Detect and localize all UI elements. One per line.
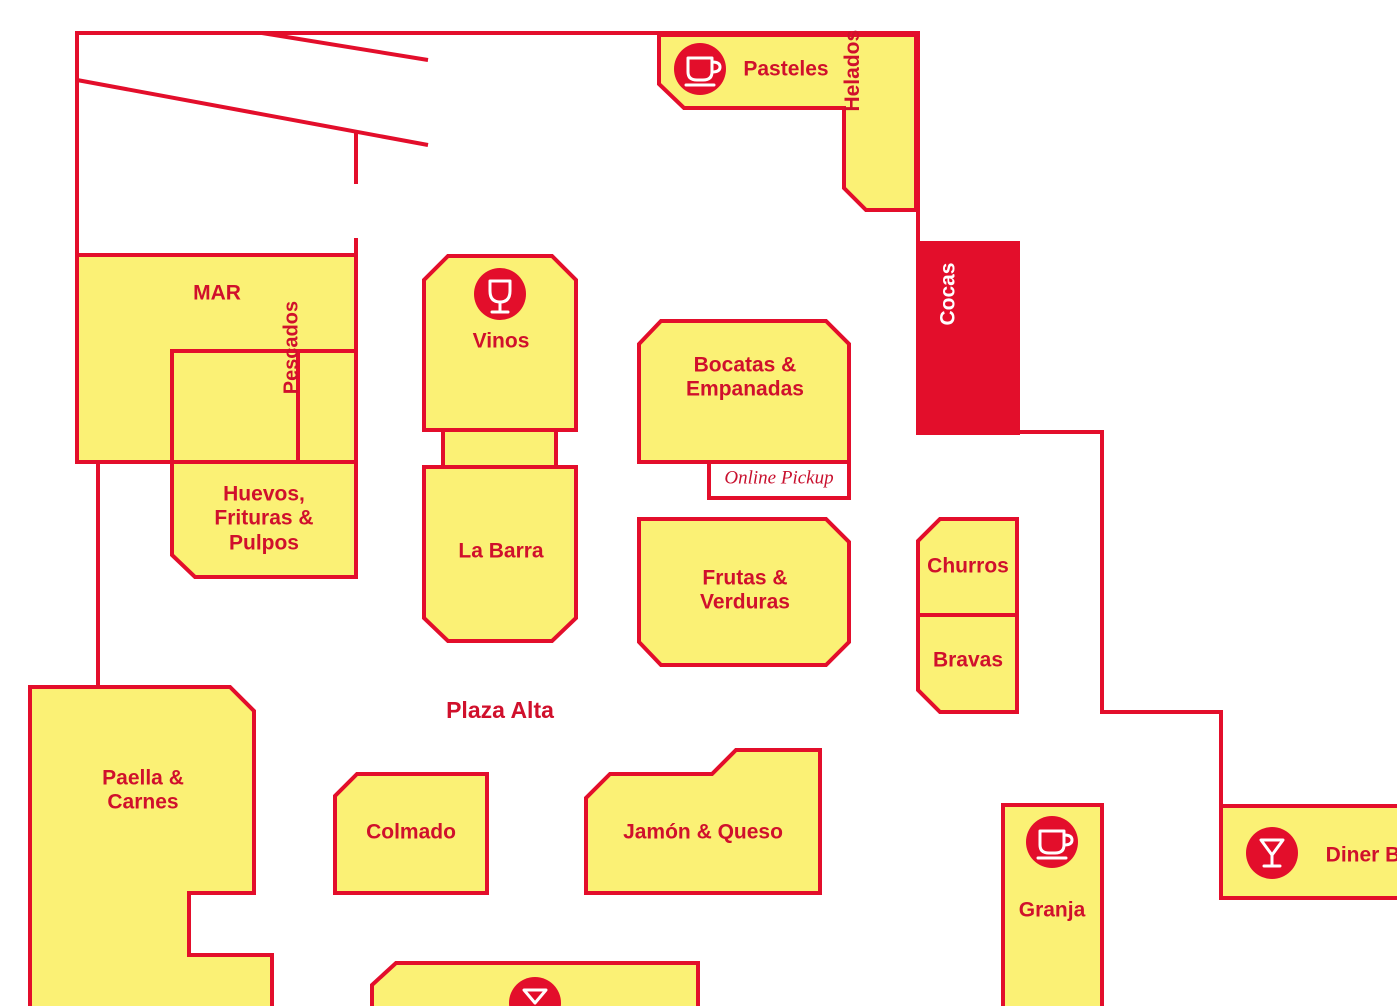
stall-pasteles-helados[interactable]: Pasteles Helados <box>657 30 918 212</box>
stall-label-huevos-3: Pulpos <box>229 532 299 555</box>
stall-label-cocas: Cocas <box>936 263 959 326</box>
stall-label-churros: Churros <box>927 555 1009 578</box>
stall-label-pasteles: Pasteles <box>743 58 828 81</box>
cocktail-glass-icon-glyph <box>1259 838 1285 868</box>
stall-label-vinos: Vinos <box>473 330 530 353</box>
coffee-cup-icon <box>1026 816 1078 868</box>
stall-jamon-queso[interactable]: Jamón & Queso <box>584 748 822 895</box>
stall-cocas[interactable]: Cocas <box>916 241 1020 435</box>
stall-label-granja: Granja <box>1019 899 1086 922</box>
stall-label-jamon-queso: Jamón & Queso <box>623 821 783 844</box>
stall-bottom-partial[interactable] <box>370 961 700 1006</box>
stall-label-frutas-2: Verduras <box>700 591 790 614</box>
stall-label-pescados: Pescados <box>280 301 302 394</box>
stall-label-mar: MAR <box>193 282 241 305</box>
stall-paella-carnes[interactable]: Paella & Carnes <box>28 685 274 1006</box>
stall-label-bocatas-2: Empanadas <box>686 378 804 401</box>
coffee-cup-icon-glyph <box>684 56 722 87</box>
stall-label-frutas-1: Frutas & <box>702 567 787 590</box>
stall-diner-bar[interactable]: Diner B <box>1219 804 1397 900</box>
stall-label-diner-bar: Diner B <box>1326 844 1397 867</box>
wine-glass-icon <box>474 268 526 320</box>
stall-huevos-frituras-pulpos[interactable]: Huevos, Frituras & Pulpos <box>170 460 358 579</box>
online-pickup-label: Online Pickup <box>724 467 833 488</box>
stall-label-paella-2: Carnes <box>107 791 178 814</box>
stall-label-bocatas-1: Bocatas & <box>694 354 797 377</box>
stall-label-huevos-1: Huevos, <box>223 483 305 506</box>
stall-vinos[interactable]: Vinos <box>422 254 578 469</box>
stall-frutas-verduras[interactable]: Frutas & Verduras <box>637 517 851 667</box>
wine-glass-icon-glyph <box>488 279 512 314</box>
stall-churros-bravas[interactable]: Churros Bravas <box>916 517 1019 714</box>
coffee-cup-icon-glyph <box>1036 829 1074 860</box>
coffee-cup-icon <box>674 43 726 95</box>
cocktail-glass-icon <box>509 977 561 1006</box>
stall-mar[interactable]: MAR Pescados <box>75 253 358 464</box>
stall-granja[interactable]: Granja <box>1001 803 1104 1006</box>
stall-label-colmado: Colmado <box>366 821 456 844</box>
stall-colmado[interactable]: Colmado <box>333 772 489 895</box>
stall-la-barra[interactable]: La Barra <box>422 465 578 643</box>
stall-label-helados: Helados <box>841 30 864 112</box>
stall-bocatas-empanadas[interactable]: Bocatas & Empanadas Online Pickup <box>637 319 851 500</box>
stall-label-huevos-2: Frituras & <box>214 507 313 530</box>
online-pickup-box[interactable] <box>707 460 851 500</box>
cocktail-glass-icon-glyph <box>522 988 548 1005</box>
stall-label-la-barra: La Barra <box>458 540 544 563</box>
stall-label-bravas: Bravas <box>933 649 1003 672</box>
stall-label-paella-1: Paella & <box>102 767 184 790</box>
area-label-plaza-alta: Plaza Alta <box>446 697 554 723</box>
